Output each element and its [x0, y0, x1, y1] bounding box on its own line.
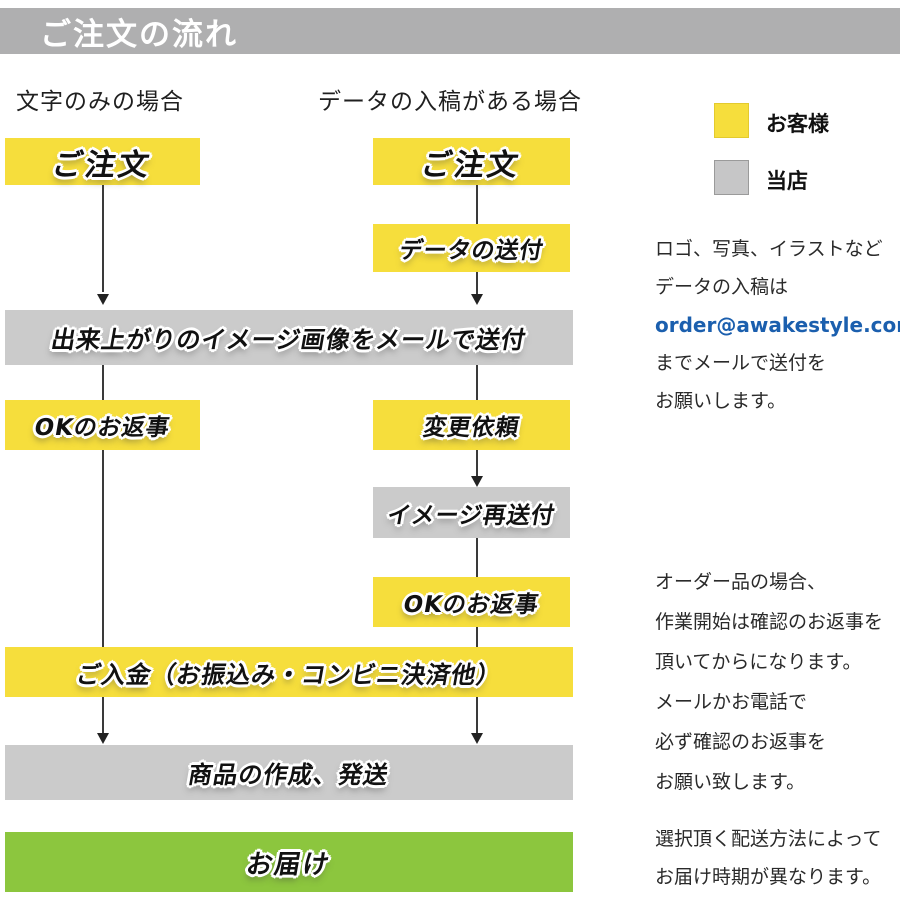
flow-box-image-resend: イメージ再送付: [373, 487, 570, 538]
flow-box-label: OKのお返事: [31, 415, 172, 441]
note-delivery-timing: 選択頂く配送方法によって お届け時期が異なります。: [655, 820, 895, 896]
flow-box-image-mail: 出来上がりのイメージ画像をメールで送付: [5, 310, 573, 365]
flow-box-label: 商品の作成、発送: [186, 761, 392, 789]
connector-line: [476, 185, 478, 224]
note-line: 必ず確認のお返事を: [655, 731, 827, 753]
note-line: までメールで送付を: [655, 352, 827, 374]
connector-line: [476, 538, 478, 577]
flow-box-label: お届け: [243, 849, 334, 880]
legend-shop-label: 当店: [766, 169, 808, 193]
flow-box-label: データの送付: [396, 238, 546, 264]
flow-box-label: ご注文: [418, 147, 524, 183]
connector-line: [476, 627, 478, 647]
flow-box-order-left: ご注文: [5, 138, 200, 185]
flow-box-change-request: 変更依頼: [373, 400, 570, 450]
flow-box-label: ご入金（お振込み・コンビニ決済他）: [73, 660, 504, 689]
page-title: ご注文の流れ: [40, 16, 238, 53]
flow-box-data-send: データの送付: [373, 224, 570, 272]
legend-customer-label: お客様: [766, 112, 829, 136]
legend-shop-swatch: [714, 160, 749, 195]
column-label-text-only: 文字のみの場合: [16, 89, 184, 115]
note-line: ロゴ、写真、イラストなど: [655, 238, 883, 260]
note-data-submission: ロゴ、写真、イラストなど データの入稿は order@awakestyle.co…: [655, 230, 900, 420]
arrow-down-icon: [97, 733, 109, 744]
note-line: メールかお電話で: [655, 691, 808, 713]
column-label-with-data: データの入稿がある場合: [318, 89, 582, 115]
flow-box-label: ご注文: [49, 147, 155, 183]
flow-box-delivery: お届け: [5, 832, 573, 892]
flow-box-ok-reply-right: OKのお返事: [373, 577, 570, 627]
arrow-down-icon: [471, 294, 483, 305]
connector-line: [476, 272, 478, 294]
legend-customer-swatch: [714, 103, 749, 138]
connector-line: [102, 185, 104, 292]
connector-line: [476, 697, 478, 734]
connector-line: [102, 365, 104, 400]
arrow-down-icon: [97, 294, 109, 305]
note-line: データの入稿は: [655, 276, 789, 298]
flow-box-production: 商品の作成、発送: [5, 745, 573, 800]
flow-box-label: 出来上がりのイメージ画像をメールで送付: [48, 326, 529, 354]
flow-box-order-right: ご注文: [373, 138, 570, 185]
flow-box-label: イメージ再送付: [384, 502, 558, 529]
flow-box-ok-reply-left: OKのお返事: [5, 400, 200, 450]
note-line: お届け時期が異なります。: [655, 866, 882, 888]
connector-line: [476, 450, 478, 477]
arrow-down-icon: [471, 476, 483, 487]
note-line: 作業開始は確認のお返事を: [655, 611, 884, 633]
note-line: 頂いてからになります。: [655, 651, 862, 673]
note-line: お願い致します。: [655, 771, 806, 793]
connector-line: [102, 697, 104, 734]
note-confirmation: オーダー品の場合、 作業開始は確認のお返事を 頂いてからになります。 メールかお…: [655, 562, 895, 802]
note-line: お願いします。: [655, 390, 787, 412]
flow-box-payment: ご入金（お振込み・コンビニ決済他）: [5, 647, 573, 697]
page-header: ご注文の流れ: [0, 8, 900, 54]
note-line: 選択頂く配送方法によって: [655, 828, 882, 850]
connector-line: [102, 450, 104, 647]
arrow-down-icon: [471, 733, 483, 744]
email-link[interactable]: order@awakestyle.com: [655, 313, 900, 337]
note-line: オーダー品の場合、: [655, 571, 827, 593]
flow-box-label: 変更依頼: [420, 415, 522, 441]
flow-box-label: OKのお返事: [400, 592, 541, 618]
connector-line: [476, 365, 478, 400]
